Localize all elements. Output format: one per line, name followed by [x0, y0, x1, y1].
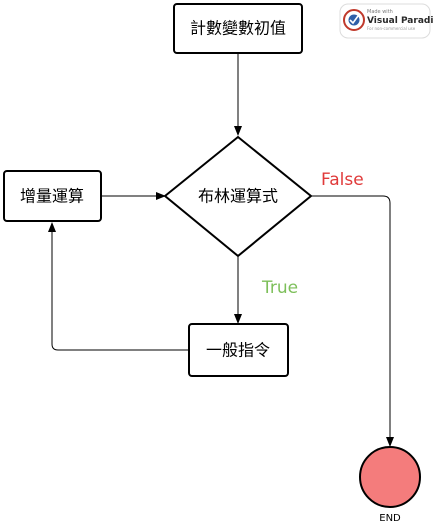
condition-diamond	[163, 135, 313, 258]
watermark-line1: Made with	[367, 9, 393, 15]
false-branch-label: False	[321, 170, 364, 190]
edge-statement-to-increment	[48, 222, 189, 351]
statement-label: 一般指令	[206, 341, 270, 360]
condition-label: 布林運算式	[198, 187, 278, 206]
init-label: 計數變數初值	[190, 19, 286, 38]
visual-paradigm-logo-icon	[343, 9, 365, 31]
watermark-line3: For non-commercial use	[367, 26, 416, 31]
node-end: END	[359, 446, 421, 524]
end-circle	[359, 446, 421, 508]
watermark-line2: Visual Paradigm	[367, 16, 433, 26]
node-increment: 增量運算	[3, 170, 102, 222]
statement-box	[188, 323, 289, 377]
increment-box	[3, 170, 102, 222]
init-box	[173, 3, 303, 54]
node-init: 計數變數初值	[173, 3, 303, 54]
true-branch-label: True	[261, 278, 298, 298]
increment-label: 增量運算	[20, 187, 84, 206]
node-statement: 一般指令	[188, 323, 289, 377]
end-label: END	[379, 513, 401, 524]
edge-condition-to-end	[311, 195, 394, 447]
connectors	[48, 54, 394, 447]
node-condition: 布林運算式	[163, 135, 313, 258]
visual-paradigm-watermark: Made with Visual Paradigm For non-commer…	[339, 3, 433, 39]
